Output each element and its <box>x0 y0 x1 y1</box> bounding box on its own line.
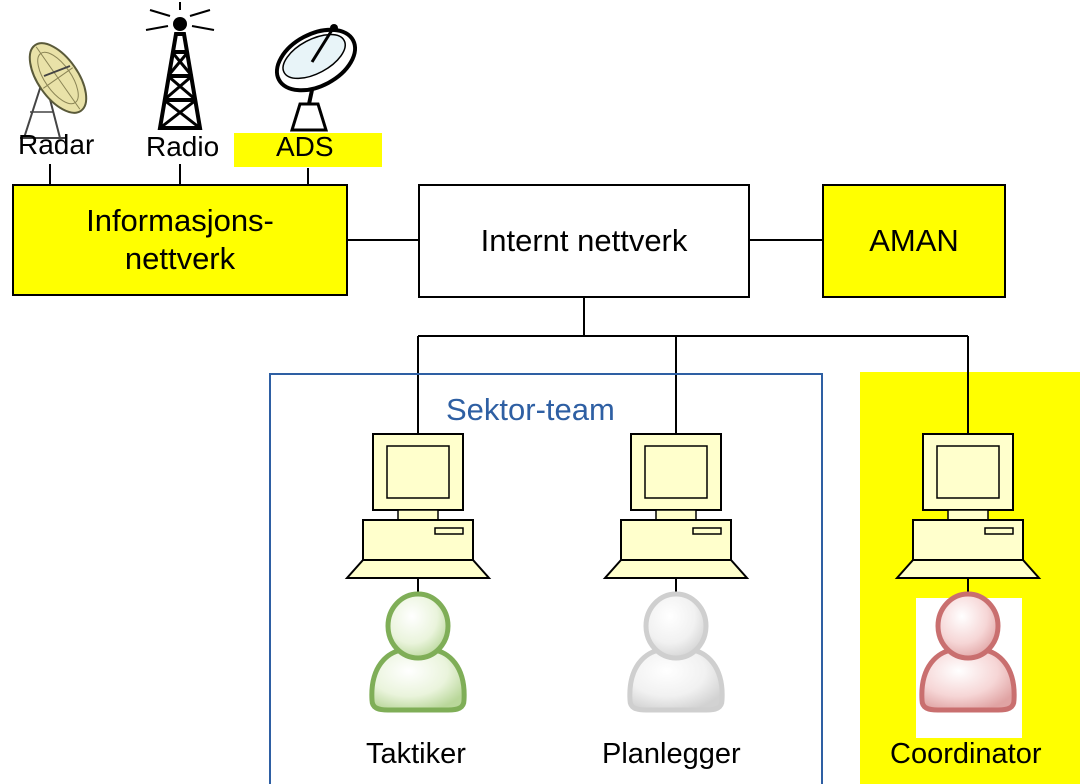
radio-label: Radio <box>146 131 220 162</box>
sektor-team-frame <box>269 373 823 784</box>
ads-label: ADS <box>276 131 334 162</box>
radio-tower-icon <box>145 2 215 130</box>
informasjonsnettverk-box: Informasjons- nettverk <box>12 184 348 296</box>
role-label-taktiker: Taktiker <box>366 738 466 770</box>
computer-icon-taktiker <box>346 433 490 579</box>
sektor-team-label: Sektor-team <box>446 392 615 427</box>
radar-dish-icon <box>20 42 88 139</box>
satellite-dish-icon <box>274 24 358 132</box>
informasjonsnettverk-label-line2: nettverk <box>124 241 236 276</box>
ads-label-box <box>234 133 382 167</box>
computer-icon-coordinator <box>896 433 1040 579</box>
internt-nettverk-box: Internt nettverk <box>418 184 750 298</box>
role-label-planlegger: Planlegger <box>602 738 741 770</box>
informasjonsnettverk-label-line1: Informasjons- <box>86 203 274 238</box>
internt-nettverk-label: Internt nettverk <box>480 223 688 258</box>
radar-label: Radar <box>18 129 95 160</box>
person-icon-taktiker <box>372 594 464 710</box>
connector-lines <box>49 164 969 598</box>
computer-icon-planlegger <box>604 433 748 579</box>
role-label-coordinator: Coordinator <box>890 738 1042 770</box>
person-icon-planlegger <box>630 594 722 710</box>
aman-label: AMAN <box>869 223 959 258</box>
aman-box: AMAN <box>822 184 1006 298</box>
